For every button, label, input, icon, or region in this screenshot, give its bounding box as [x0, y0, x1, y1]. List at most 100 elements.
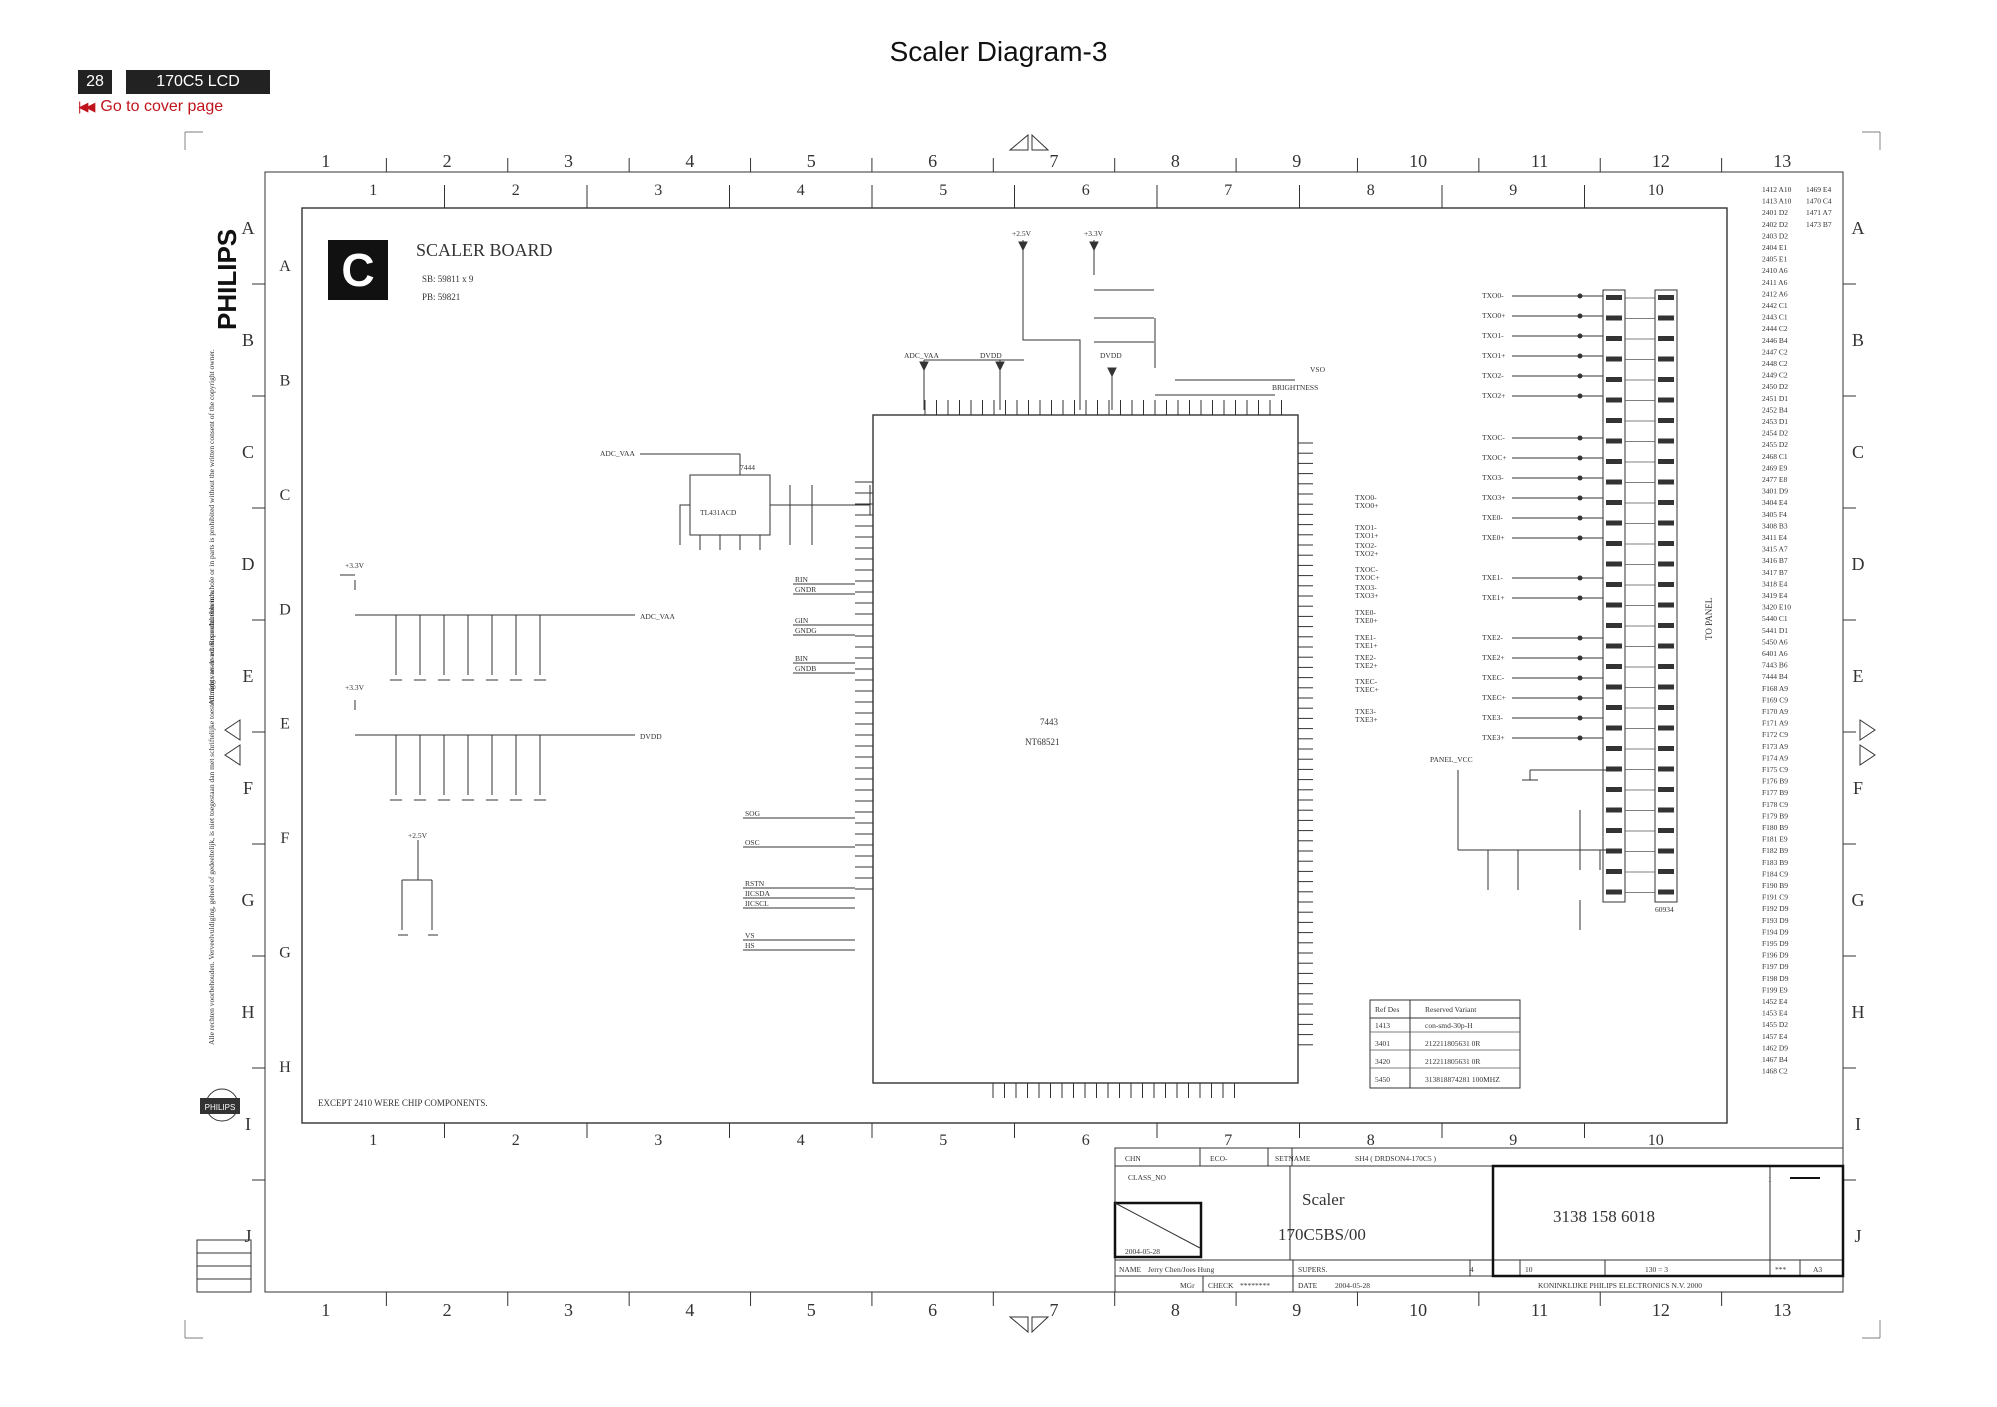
inner-col-label: 2	[512, 182, 520, 199]
svg-text:CHN: CHN	[1125, 1154, 1141, 1163]
index-entry: 3404 E4	[1762, 498, 1787, 507]
panel-signal-label: TXO2-	[1482, 371, 1504, 380]
svg-text:3138 158 6018: 3138 158 6018	[1553, 1207, 1655, 1226]
left-input-label: RSTN	[745, 879, 765, 888]
index-entry: 2411 A6	[1762, 278, 1788, 287]
svg-text:SETNAME: SETNAME	[1275, 1154, 1311, 1163]
outer-col-label: 2	[443, 151, 452, 171]
svg-text:PHILIPS: PHILIPS	[205, 1103, 236, 1112]
junction-dot	[1577, 313, 1583, 319]
panel-signal-label: TXO3+	[1482, 493, 1505, 502]
panel-signal-label: TXOC-	[1482, 433, 1505, 442]
index-entry: 1413 A10	[1762, 197, 1792, 206]
connector-pin	[1658, 479, 1674, 485]
index-entry: 3420 E10	[1762, 603, 1791, 612]
connector-pin	[1606, 848, 1622, 854]
page-title: Scaler Diagram-3	[889, 36, 1108, 67]
inner-col-label: 3	[654, 1132, 662, 1149]
index-entry: F193 D9	[1762, 916, 1789, 925]
panel-signal-nets: TXO0-TXO0+TXO1-TXO1+TXO2-TXO2+TXOC-TXOC+…	[1482, 291, 1603, 742]
inner-col-label: 6	[1082, 182, 1090, 199]
ref-table-cell: 313818874281 100MHZ	[1425, 1075, 1500, 1084]
outer-row-label: B	[1852, 330, 1864, 350]
connector-pin	[1658, 848, 1674, 854]
ref-table-cell: 212211805631 0R	[1425, 1039, 1480, 1048]
connector-pin	[1658, 315, 1674, 321]
outer-col-label: 6	[928, 1300, 937, 1320]
connector-pin	[1606, 623, 1622, 628]
svg-text:2004-05-28: 2004-05-28	[1125, 1247, 1160, 1256]
connector-pin	[1658, 664, 1674, 669]
connector-pin	[1658, 582, 1674, 587]
connector-pin	[1658, 643, 1674, 649]
connector-pin	[1658, 787, 1674, 792]
crop-marks	[184, 131, 1881, 1339]
svg-text:ADC_VAA: ADC_VAA	[904, 351, 939, 360]
main-ic-ref: 7443	[1040, 717, 1059, 727]
connector-pin	[1606, 684, 1622, 690]
inner-col-label: 8	[1367, 1132, 1375, 1149]
ic-output-label: TXO3-	[1355, 583, 1377, 592]
index-entry: F197 D9	[1762, 962, 1789, 971]
outer-col-label: 13	[1773, 151, 1791, 171]
outer-row-label: E	[243, 666, 254, 686]
index-entry: 2442 C1	[1762, 301, 1788, 310]
connector-pin	[1658, 705, 1674, 710]
inner-col-label: 7	[1224, 182, 1232, 199]
svg-text:130 = 3: 130 = 3	[1645, 1265, 1668, 1274]
connector-pin	[1606, 356, 1622, 362]
cap-bank-labels: +3.3V +3.3V +2.5V ADC_VAA DVDD	[345, 561, 675, 840]
connector-pin	[1658, 561, 1674, 567]
index-entry: F169 C9	[1762, 695, 1788, 704]
index-entry: 2405 E1	[1762, 255, 1787, 264]
panel-signal-label: TXO0+	[1482, 311, 1505, 320]
board-note: EXCEPT 2410 WERE CHIP COMPONENTS.	[318, 1098, 488, 1108]
ic-output-label: TXO1+	[1355, 531, 1378, 540]
outer-row-label: A	[242, 218, 255, 238]
svg-text:BRIGHTNESS: BRIGHTNESS	[1272, 383, 1318, 392]
left-input-label: HS	[745, 941, 755, 950]
outer-col-label: 11	[1531, 1300, 1548, 1320]
ic-output-label: TXE2-	[1355, 653, 1376, 662]
connector-pin	[1658, 295, 1674, 300]
index-entry: 7444 B4	[1762, 672, 1788, 681]
ref-table-cell: 1413	[1375, 1021, 1390, 1030]
outer-col-label: 10	[1409, 151, 1427, 171]
panel-vcc-label: PANEL_VCC	[1430, 755, 1473, 764]
svg-text:MGr: MGr	[1180, 1281, 1195, 1290]
inner-col-label: 9	[1509, 1132, 1517, 1149]
connector-pin	[1658, 418, 1674, 423]
panel-signal-label: TXO1-	[1482, 331, 1504, 340]
connector-pin	[1606, 315, 1622, 321]
ref-table-header: Reserved Variant	[1425, 1005, 1477, 1014]
index-entry: F199 E9	[1762, 985, 1788, 994]
ref-table-cell: 5450	[1375, 1075, 1390, 1084]
junction-dot	[1577, 435, 1583, 441]
index-entry: 1473 B7	[1806, 220, 1832, 229]
main-ic-part: NT68521	[1025, 737, 1060, 747]
connector-pin	[1606, 725, 1622, 731]
index-entry: F173 A9	[1762, 742, 1788, 751]
index-entry: F179 B9	[1762, 811, 1788, 820]
index-entry: 3416 B7	[1762, 556, 1788, 565]
index-entry: 2450 D2	[1762, 382, 1788, 391]
index-entry: F170 A9	[1762, 707, 1788, 716]
cover-page-link[interactable]: |◀◀ Go to cover page	[78, 98, 223, 116]
junction-dot	[1577, 655, 1583, 661]
index-entry: 3401 D9	[1762, 487, 1788, 496]
junction-dot	[1577, 535, 1583, 541]
outer-col-label: 12	[1652, 151, 1670, 171]
svg-text:A3: A3	[1813, 1265, 1822, 1274]
left-input-label: VS	[745, 931, 755, 940]
svg-text:***: ***	[1775, 1265, 1787, 1274]
index-entry: 1462 D9	[1762, 1043, 1788, 1052]
inner-col-label: 5	[939, 1132, 947, 1149]
index-entry: 6401 A6	[1762, 649, 1788, 658]
index-entry: 2401 D2	[1762, 208, 1788, 217]
index-entry: 1452 E4	[1762, 997, 1787, 1006]
main-ic-body	[872, 414, 1299, 1084]
